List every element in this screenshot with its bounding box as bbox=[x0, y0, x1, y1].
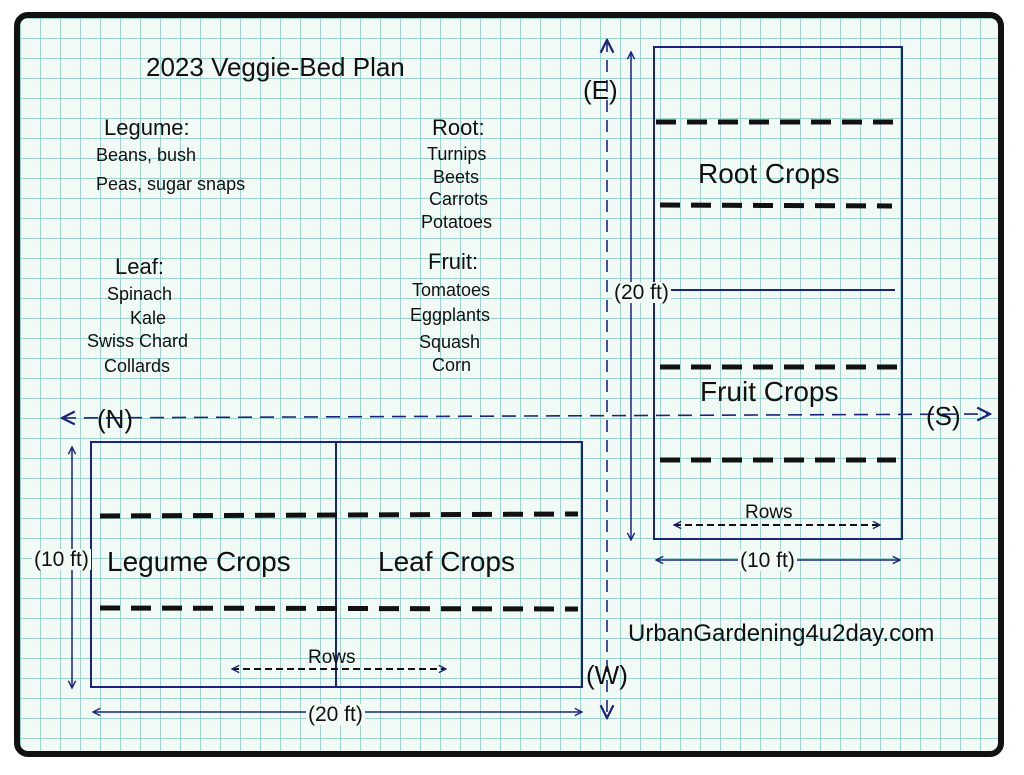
bed-length-label: (20 ft) bbox=[612, 281, 671, 304]
legume-heading: Legume: bbox=[104, 115, 190, 140]
graph-paper-frame bbox=[14, 12, 1004, 757]
leaf-item: Collards bbox=[104, 356, 171, 376]
fruit-item: Eggplants bbox=[410, 305, 491, 325]
fruit-item: Tomatoes bbox=[412, 280, 491, 300]
row-line bbox=[659, 202, 893, 209]
leaf-item: Kale bbox=[130, 308, 167, 328]
plan-title: 2023 Veggie-Bed Plan bbox=[146, 52, 405, 82]
compass-west-label: (W) bbox=[586, 660, 628, 690]
row-line bbox=[99, 511, 579, 519]
compass-south-label: (S) bbox=[926, 401, 961, 431]
fruit-item: Squash bbox=[419, 332, 481, 352]
root-heading: Root: bbox=[432, 115, 485, 140]
root-item: Carrots bbox=[429, 189, 489, 209]
leaf-item: Spinach bbox=[107, 284, 173, 304]
bed-length-label: (20 ft) bbox=[306, 703, 365, 726]
north-south-axis bbox=[62, 414, 990, 418]
legume-crops-label: Legume Crops bbox=[107, 546, 291, 577]
compass-east-label: (E) bbox=[583, 75, 618, 105]
rows-label: Rows bbox=[745, 502, 793, 523]
row-line bbox=[99, 605, 579, 612]
root-crops-label: Root Crops bbox=[698, 158, 840, 189]
fruit-heading: Fruit: bbox=[428, 249, 479, 274]
website-credit: UrbanGardening4u2day.com bbox=[628, 620, 935, 647]
rows-label: Rows bbox=[308, 647, 356, 668]
leaf-item: Swiss Chard bbox=[87, 331, 189, 351]
root-item: Beets bbox=[433, 167, 480, 187]
compass-north-label: (N) bbox=[97, 404, 134, 434]
root-item: Potatoes bbox=[421, 212, 493, 232]
legume-item: Beans, bush bbox=[96, 145, 197, 165]
leaf-crops-label: Leaf Crops bbox=[378, 546, 515, 577]
fruit-crops-label: Fruit Crops bbox=[700, 376, 839, 407]
bed-width-label: (10 ft) bbox=[32, 548, 91, 571]
fruit-item: Corn bbox=[432, 355, 472, 375]
bed-width-label: (10 ft) bbox=[738, 549, 797, 572]
legume-item: Peas, sugar snaps bbox=[96, 174, 246, 194]
root-item: Turnips bbox=[427, 144, 487, 164]
leaf-heading: Leaf: bbox=[115, 254, 164, 279]
